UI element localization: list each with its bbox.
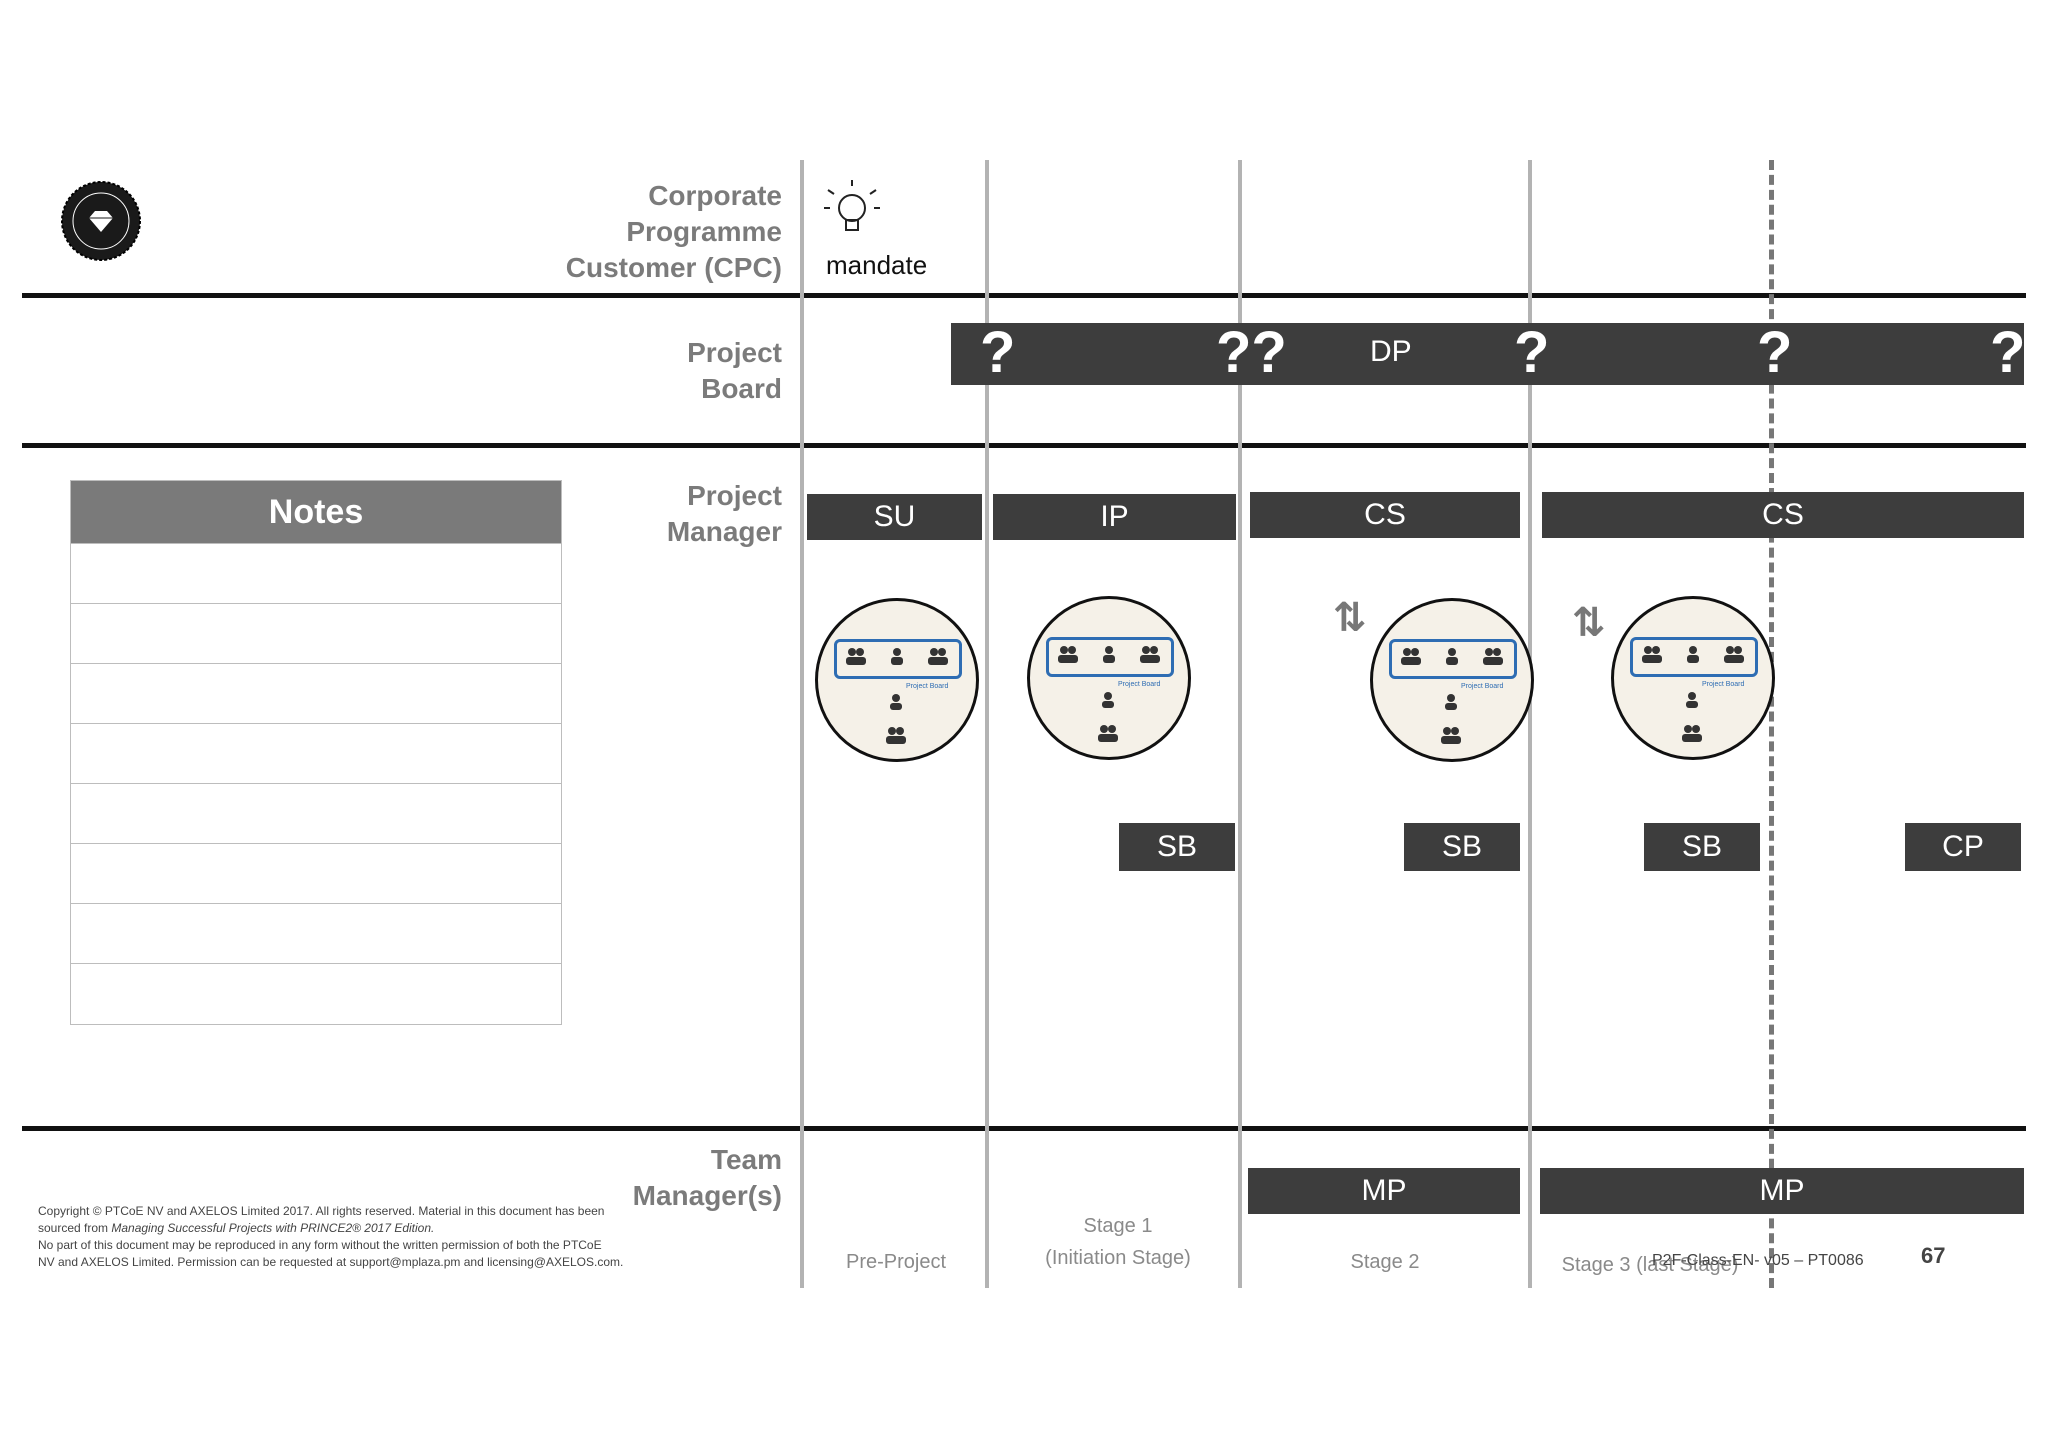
stage-divider bbox=[1528, 160, 1532, 1288]
notes-line[interactable] bbox=[71, 603, 561, 663]
logo-seal bbox=[61, 181, 141, 261]
lane-divider bbox=[22, 1126, 2026, 1131]
decision-marker: ? bbox=[980, 320, 1016, 385]
process-cp: CP bbox=[1905, 823, 2021, 871]
document-code: P2F-Class-EN- v05 – PT0086 bbox=[1652, 1252, 1864, 1269]
decision-marker: ? bbox=[1514, 320, 1550, 385]
decision-marker: ? bbox=[1757, 320, 1793, 385]
process-su: SU bbox=[807, 494, 982, 540]
notes-line[interactable] bbox=[71, 663, 561, 723]
copyright-notice: Copyright © PTCoE NV and AXELOS Limited … bbox=[38, 1204, 624, 1269]
notes-line[interactable] bbox=[71, 963, 561, 1023]
decision-marker: ?? bbox=[1216, 320, 1287, 385]
lane-divider bbox=[22, 293, 2026, 298]
notes-title: Notes bbox=[71, 481, 561, 543]
project-board-diagram: Project Board bbox=[815, 598, 979, 762]
directing-bar bbox=[951, 323, 2024, 385]
notes-panel: Notes bbox=[70, 480, 562, 1025]
stage-label: Stage 1(Initiation Stage) bbox=[1045, 1215, 1191, 1269]
notes-line[interactable] bbox=[71, 783, 561, 843]
directing-label: DP bbox=[1370, 335, 1412, 368]
stage-label: Stage 3 (last Stage) bbox=[1561, 1254, 1739, 1276]
process-sb: SB bbox=[1644, 823, 1760, 871]
notes-line[interactable] bbox=[71, 723, 561, 783]
stage-divider bbox=[1238, 160, 1242, 1288]
process-ip: IP bbox=[993, 494, 1236, 540]
stage-divider bbox=[800, 160, 804, 1288]
project-board-diagram: Project Board bbox=[1370, 598, 1534, 762]
process-sb: SB bbox=[1119, 823, 1235, 871]
process-mp: MP bbox=[1248, 1168, 1520, 1214]
notes-line[interactable] bbox=[71, 903, 561, 963]
project-board-diagram: Project Board bbox=[1611, 596, 1775, 760]
decision-marker: ? bbox=[1990, 320, 2026, 385]
stage-label: Stage 2 bbox=[1350, 1251, 1420, 1273]
notes-line[interactable] bbox=[71, 843, 561, 903]
cycle-icon: ⇅ bbox=[1333, 596, 1367, 640]
cycle-icon: ⇅ bbox=[1572, 601, 1606, 645]
lane-divider bbox=[22, 443, 2026, 448]
project-board-diagram: Project Board bbox=[1027, 596, 1191, 760]
page-number: 67 bbox=[1921, 1243, 1946, 1268]
stage-divider bbox=[985, 160, 989, 1288]
process-cs: CS bbox=[1542, 492, 2024, 538]
stage-label: Pre-Project bbox=[845, 1251, 947, 1273]
dashed-divider bbox=[1769, 160, 1774, 1288]
process-cs: CS bbox=[1250, 492, 1520, 538]
process-mp: MP bbox=[1540, 1168, 2024, 1214]
mandate-label: mandate bbox=[826, 250, 928, 280]
lightbulb-icon bbox=[824, 180, 880, 231]
notes-line[interactable] bbox=[71, 543, 561, 603]
process-sb: SB bbox=[1404, 823, 1520, 871]
